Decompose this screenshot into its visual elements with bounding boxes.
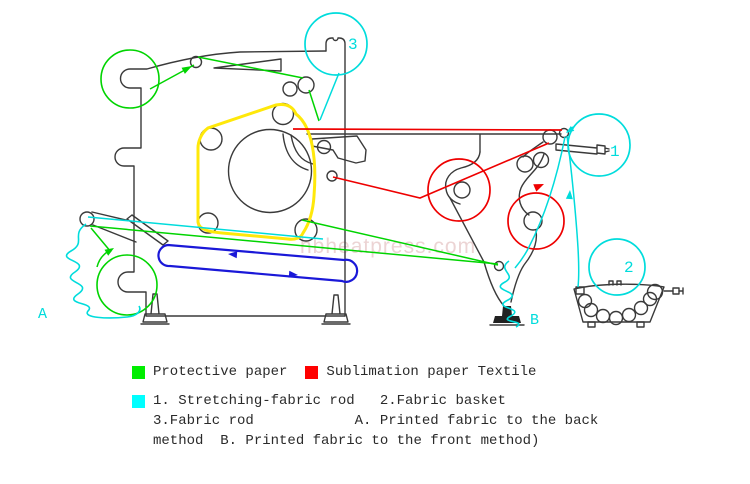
callout-label-1: 1 — [610, 143, 620, 161]
exit-roller — [79, 211, 95, 227]
fabric-squiggle-a — [65, 223, 141, 319]
paper-guide-pulley — [493, 260, 505, 272]
pinch-roller-a — [516, 155, 534, 173]
pinch-roller-b — [532, 151, 550, 169]
scraper-wedge — [213, 58, 282, 72]
supply-roll-highlight — [96, 254, 158, 316]
paper-exit-roller — [326, 170, 338, 182]
legend-row-textile: 1. Stretching-fabric rod 2.Fabric basket — [132, 391, 598, 411]
dancer-roller-b — [523, 211, 543, 231]
legend-row-3: 3.Fabric rod A. Printed fabric to the ba… — [153, 413, 599, 429]
machine-foot-right — [321, 294, 351, 325]
conveyor-belt — [157, 243, 359, 283]
frame-outline — [114, 50, 346, 317]
protective-paper-arrows — [104, 66, 192, 256]
fabric-to-front — [514, 136, 566, 269]
feed-table — [306, 133, 562, 153]
sublimation-paper-label: Sublimation paper Textile — [326, 364, 537, 380]
tension-lever — [126, 214, 169, 246]
infeed-roller-b — [558, 127, 570, 139]
heated-drum — [227, 128, 313, 214]
fabric-to-basket — [566, 135, 580, 288]
nip-roller-a — [282, 81, 298, 97]
infeed-roller-a — [542, 129, 558, 145]
felt-belt — [196, 103, 317, 241]
textile-path — [65, 12, 646, 328]
fabric-rod-end — [325, 37, 346, 317]
textile-swatch — [132, 394, 145, 408]
protective-paper-path — [89, 49, 499, 316]
watermark-text: hbheatpress.com — [300, 235, 476, 258]
pressure-roller — [316, 139, 332, 155]
exit-roller-bracket — [91, 211, 137, 243]
callout-circle-2 — [588, 238, 646, 296]
takeup-roll-highlight — [100, 49, 160, 109]
callout-label-a: A — [38, 306, 47, 323]
pressure-bracket — [311, 135, 367, 164]
sublimation-paper-path — [292, 128, 565, 250]
sublimation-paper-arrow — [533, 184, 544, 192]
callout-circle-3 — [304, 12, 368, 76]
callout-label-3: 3 — [348, 36, 358, 54]
fabric-basket — [573, 280, 684, 328]
protective-paper-swatch — [132, 365, 145, 379]
conveyor-direction-arrows — [228, 251, 298, 278]
textile-arrows — [565, 125, 575, 200]
paper-dancer-highlight-a — [427, 158, 491, 222]
callout-label-b: B — [530, 312, 539, 329]
machine-foot-front — [489, 306, 525, 326]
textile-items-label: 1. Stretching-fabric rod 2.Fabric basket — [153, 393, 506, 409]
felt-roller-bottom-right — [294, 218, 318, 242]
dancer-arm-b — [518, 153, 545, 216]
nip-roller-b — [297, 76, 315, 94]
guide-roller-top — [189, 55, 203, 69]
fabric-squiggle-b — [499, 260, 520, 328]
legend-row-4: method B. Printed fabric to the front me… — [153, 433, 540, 449]
leg-right — [510, 230, 538, 303]
legend-row-paper: Protective paper Sublimation paper Texti… — [132, 362, 598, 382]
stretching-fabric-rod — [555, 143, 610, 155]
legend: Protective paper Sublimation paper Texti… — [132, 362, 598, 451]
sublimation-paper-swatch — [305, 365, 319, 379]
callout-label-2: 2 — [624, 259, 634, 277]
paper-dancer-highlight-b — [507, 192, 565, 250]
throat-guide — [282, 133, 314, 171]
protective-paper-label: Protective paper — [153, 364, 288, 380]
leader-rod-3 — [319, 72, 340, 121]
dancer-roller-a — [453, 181, 471, 199]
